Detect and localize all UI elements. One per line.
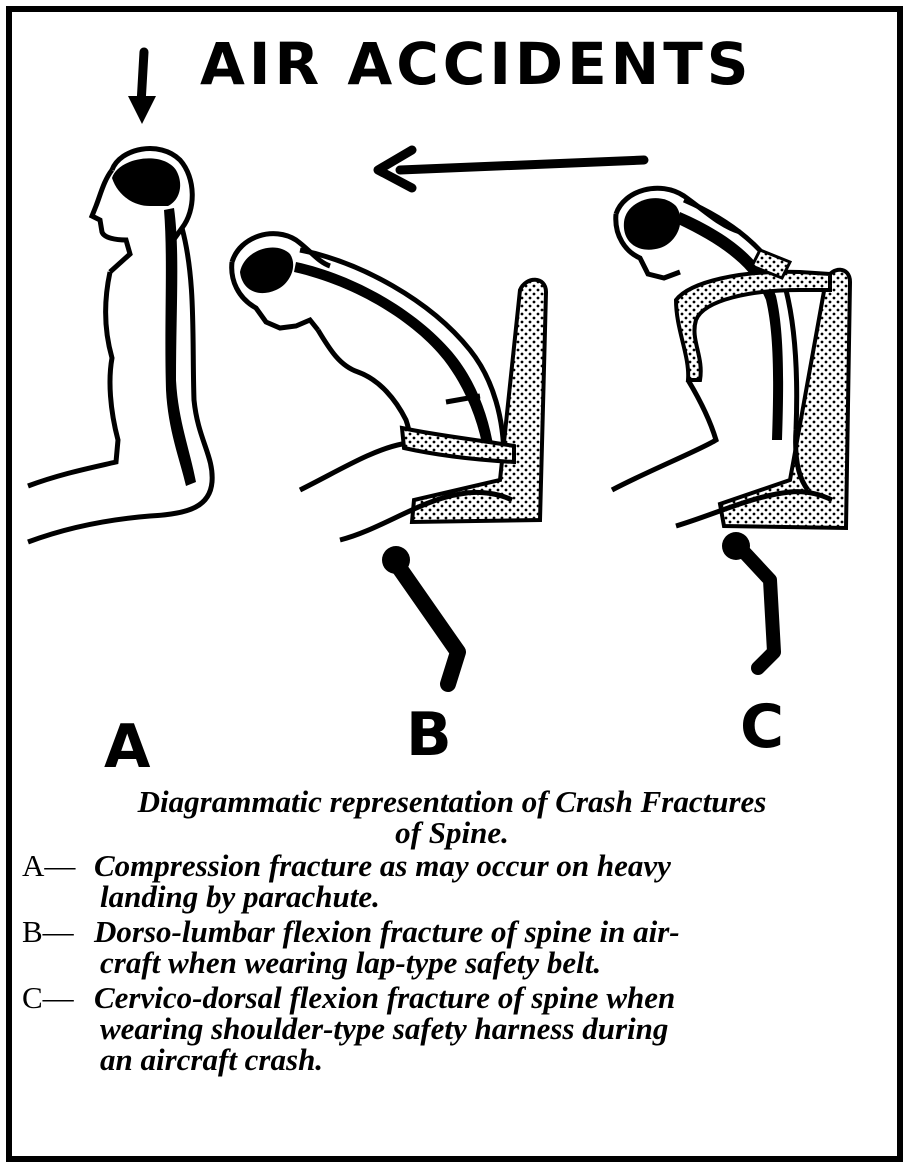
fracture-symbol-b <box>382 546 458 684</box>
figure-a-body <box>28 149 212 542</box>
fracture-symbol-c <box>722 532 774 668</box>
figure-caption: Diagrammatic representation of Crash Fra… <box>22 786 882 1079</box>
caption-item-line: Cervico-dorsal flexion fracture of spine… <box>94 982 882 1013</box>
figure-label-c: C <box>740 692 784 762</box>
caption-item-key: B— <box>22 916 74 947</box>
caption-item-line: Compression fracture as may occur on hea… <box>94 850 882 881</box>
caption-heading: Diagrammatic representation of Crash Fra… <box>22 786 882 848</box>
figure-label-b: B <box>406 700 452 770</box>
caption-item-a: A— Compression fracture as may occur on … <box>22 850 882 912</box>
caption-item-line: an aircraft crash. <box>100 1044 882 1075</box>
figure-b-body <box>232 234 546 540</box>
caption-item-line: landing by parachute. <box>100 881 882 912</box>
caption-item-line: craft when wearing lap-type safety belt. <box>100 947 882 978</box>
caption-item-line: wearing shoulder-type safety harness dur… <box>100 1013 882 1044</box>
caption-item-b: B— Dorso-lumbar flexion fracture of spin… <box>22 916 882 978</box>
caption-heading-line-2: of Spine. <box>22 817 882 848</box>
figure-c-body <box>612 188 850 528</box>
caption-item-line: Dorso-lumbar flexion fracture of spine i… <box>94 916 882 947</box>
caption-item-key: C— <box>22 982 74 1013</box>
caption-item-key: A— <box>22 850 75 881</box>
caption-item-c: C— Cervico-dorsal flexion fracture of sp… <box>22 982 882 1075</box>
left-arrow-icon <box>378 150 644 188</box>
figure-label-a: A <box>104 712 150 782</box>
down-arrow-icon <box>128 52 156 124</box>
caption-heading-line-1: Diagrammatic representation of Crash Fra… <box>22 786 882 817</box>
